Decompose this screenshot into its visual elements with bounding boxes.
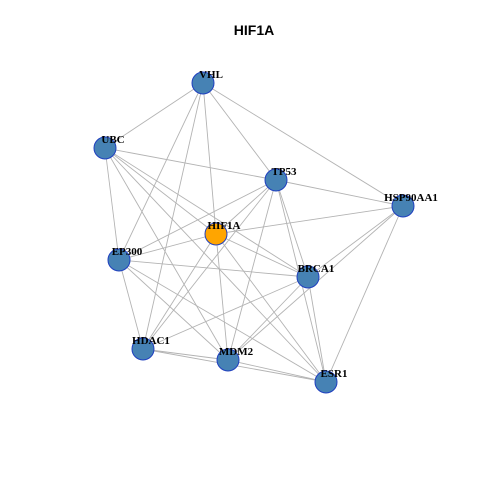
edge-tp53-hdac1	[142, 179, 277, 350]
edge-hsp90aa1-brca1	[307, 205, 404, 278]
edge-vhl-hsp90aa1	[202, 82, 404, 207]
node-vhl[interactable]	[191, 71, 215, 95]
edge-vhl-hif1a	[202, 82, 217, 235]
edge-tp53-hsp90aa1	[275, 179, 404, 207]
node-label-brca1: BRCA1	[298, 263, 335, 275]
edge-vhl-ubc	[104, 82, 204, 149]
node-label-esr1: ESR1	[321, 368, 348, 380]
edge-ep300-brca1	[118, 259, 309, 278]
node-label-tp53: TP53	[271, 166, 297, 178]
edge-ubc-mdm2	[104, 147, 229, 361]
edge-vhl-ep300	[118, 82, 204, 261]
node-mdm2[interactable]	[216, 348, 240, 372]
node-tp53[interactable]	[264, 168, 288, 192]
diagram-title: HIF1A	[234, 22, 274, 38]
edge-hsp90aa1-esr1	[325, 205, 404, 383]
edge-hif1a-hdac1	[142, 233, 217, 350]
edge-ubc-brca1	[104, 147, 309, 278]
edge-vhl-hdac1	[142, 82, 204, 350]
edge-tp53-mdm2	[227, 179, 277, 361]
edge-tp53-brca1	[275, 179, 309, 278]
edge-ubc-esr1	[104, 147, 327, 383]
node-label-hdac1: HDAC1	[132, 335, 170, 347]
edge-hdac1-mdm2	[142, 348, 229, 361]
edge-ep300-mdm2	[118, 259, 229, 361]
edge-ubc-tp53	[104, 147, 277, 181]
edge-brca1-hdac1	[142, 276, 309, 350]
node-label-hsp90aa1: HSP90AA1	[384, 192, 438, 204]
node-label-ep300: EP300	[112, 246, 143, 258]
node-hdac1[interactable]	[131, 337, 155, 361]
edge-brca1-esr1	[307, 276, 327, 383]
node-label-mdm2: MDM2	[219, 346, 254, 358]
node-label-vhl: VHL	[199, 69, 223, 81]
edge-hif1a-ep300	[118, 233, 217, 261]
edge-mdm2-esr1	[227, 359, 327, 383]
edge-hsp90aa1-hif1a	[215, 205, 404, 235]
edge-ubc-hif1a	[104, 147, 217, 235]
node-hif1a[interactable]	[204, 222, 228, 246]
edge-tp53-hif1a	[215, 179, 277, 235]
node-layer	[93, 71, 415, 394]
edge-hif1a-brca1	[215, 233, 309, 278]
edge-hif1a-esr1	[215, 233, 327, 383]
node-label-ubc: UBC	[101, 134, 124, 146]
edge-hif1a-mdm2	[215, 233, 229, 361]
edge-vhl-tp53	[202, 82, 277, 181]
edge-ep300-hdac1	[118, 259, 144, 350]
node-ubc[interactable]	[93, 136, 117, 160]
node-label-hif1a: HIF1A	[208, 220, 241, 232]
edge-brca1-mdm2	[227, 276, 309, 361]
edge-ubc-ep300	[104, 147, 120, 261]
node-brca1[interactable]	[296, 265, 320, 289]
node-esr1[interactable]	[314, 370, 338, 394]
node-hsp90aa1[interactable]	[391, 194, 415, 218]
edge-ep300-esr1	[118, 259, 327, 383]
edge-tp53-ep300	[118, 179, 277, 261]
node-ep300[interactable]	[107, 248, 131, 272]
